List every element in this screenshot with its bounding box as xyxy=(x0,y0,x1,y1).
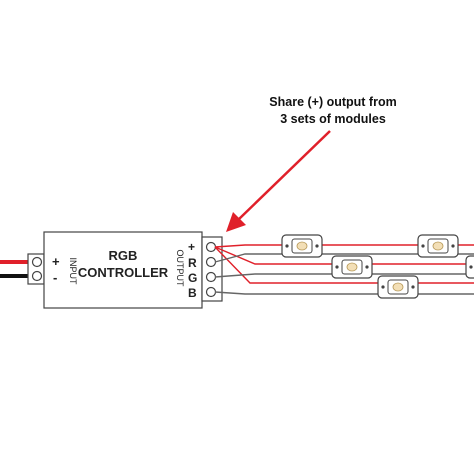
controller-body xyxy=(43,231,203,309)
shared-positive-wire-1 xyxy=(214,244,474,248)
input-minus-label: - xyxy=(53,270,57,285)
output-g-label: G xyxy=(188,271,197,285)
output-terminal-r xyxy=(205,256,217,268)
output-label: OUTPUT xyxy=(175,250,185,288)
led-module-row1-a xyxy=(281,234,323,258)
channel-wire-r xyxy=(214,253,474,263)
led-chip xyxy=(432,241,444,251)
input-connector xyxy=(27,253,45,285)
controller-title-line2: CONTROLLER xyxy=(78,265,169,280)
annotation-line2: 3 sets of modules xyxy=(280,112,386,126)
led-module-row2-a xyxy=(331,255,373,279)
led-chip xyxy=(392,282,404,292)
output-terminal-g xyxy=(205,271,217,283)
output-plus-label: + xyxy=(188,240,195,254)
output-terminal-positive xyxy=(205,241,217,253)
input-plus-label: + xyxy=(52,254,60,269)
input-terminal-negative xyxy=(31,270,43,282)
channel-wire-g xyxy=(214,273,474,278)
annotation-text: Share (+) output from 3 sets of modules xyxy=(248,94,418,128)
shared-positive-wire-2 xyxy=(214,246,474,265)
input-terminal-positive xyxy=(31,256,43,268)
input-label: INPUT xyxy=(68,258,78,286)
led-chip xyxy=(296,241,308,251)
output-b-label: B xyxy=(188,286,197,300)
output-terminal-b xyxy=(205,286,217,298)
annotation-line1: Share (+) output from xyxy=(269,95,397,109)
led-module-row3-a xyxy=(377,275,419,299)
channel-wire-b xyxy=(214,291,474,295)
controller-title-line1: RGB xyxy=(109,248,138,263)
output-connector xyxy=(201,236,223,302)
output-r-label: R xyxy=(188,256,197,270)
led-module-row1-b xyxy=(417,234,459,258)
led-chip xyxy=(346,262,358,272)
annotation-arrow xyxy=(226,130,331,232)
led-module-row2-b xyxy=(465,255,474,279)
